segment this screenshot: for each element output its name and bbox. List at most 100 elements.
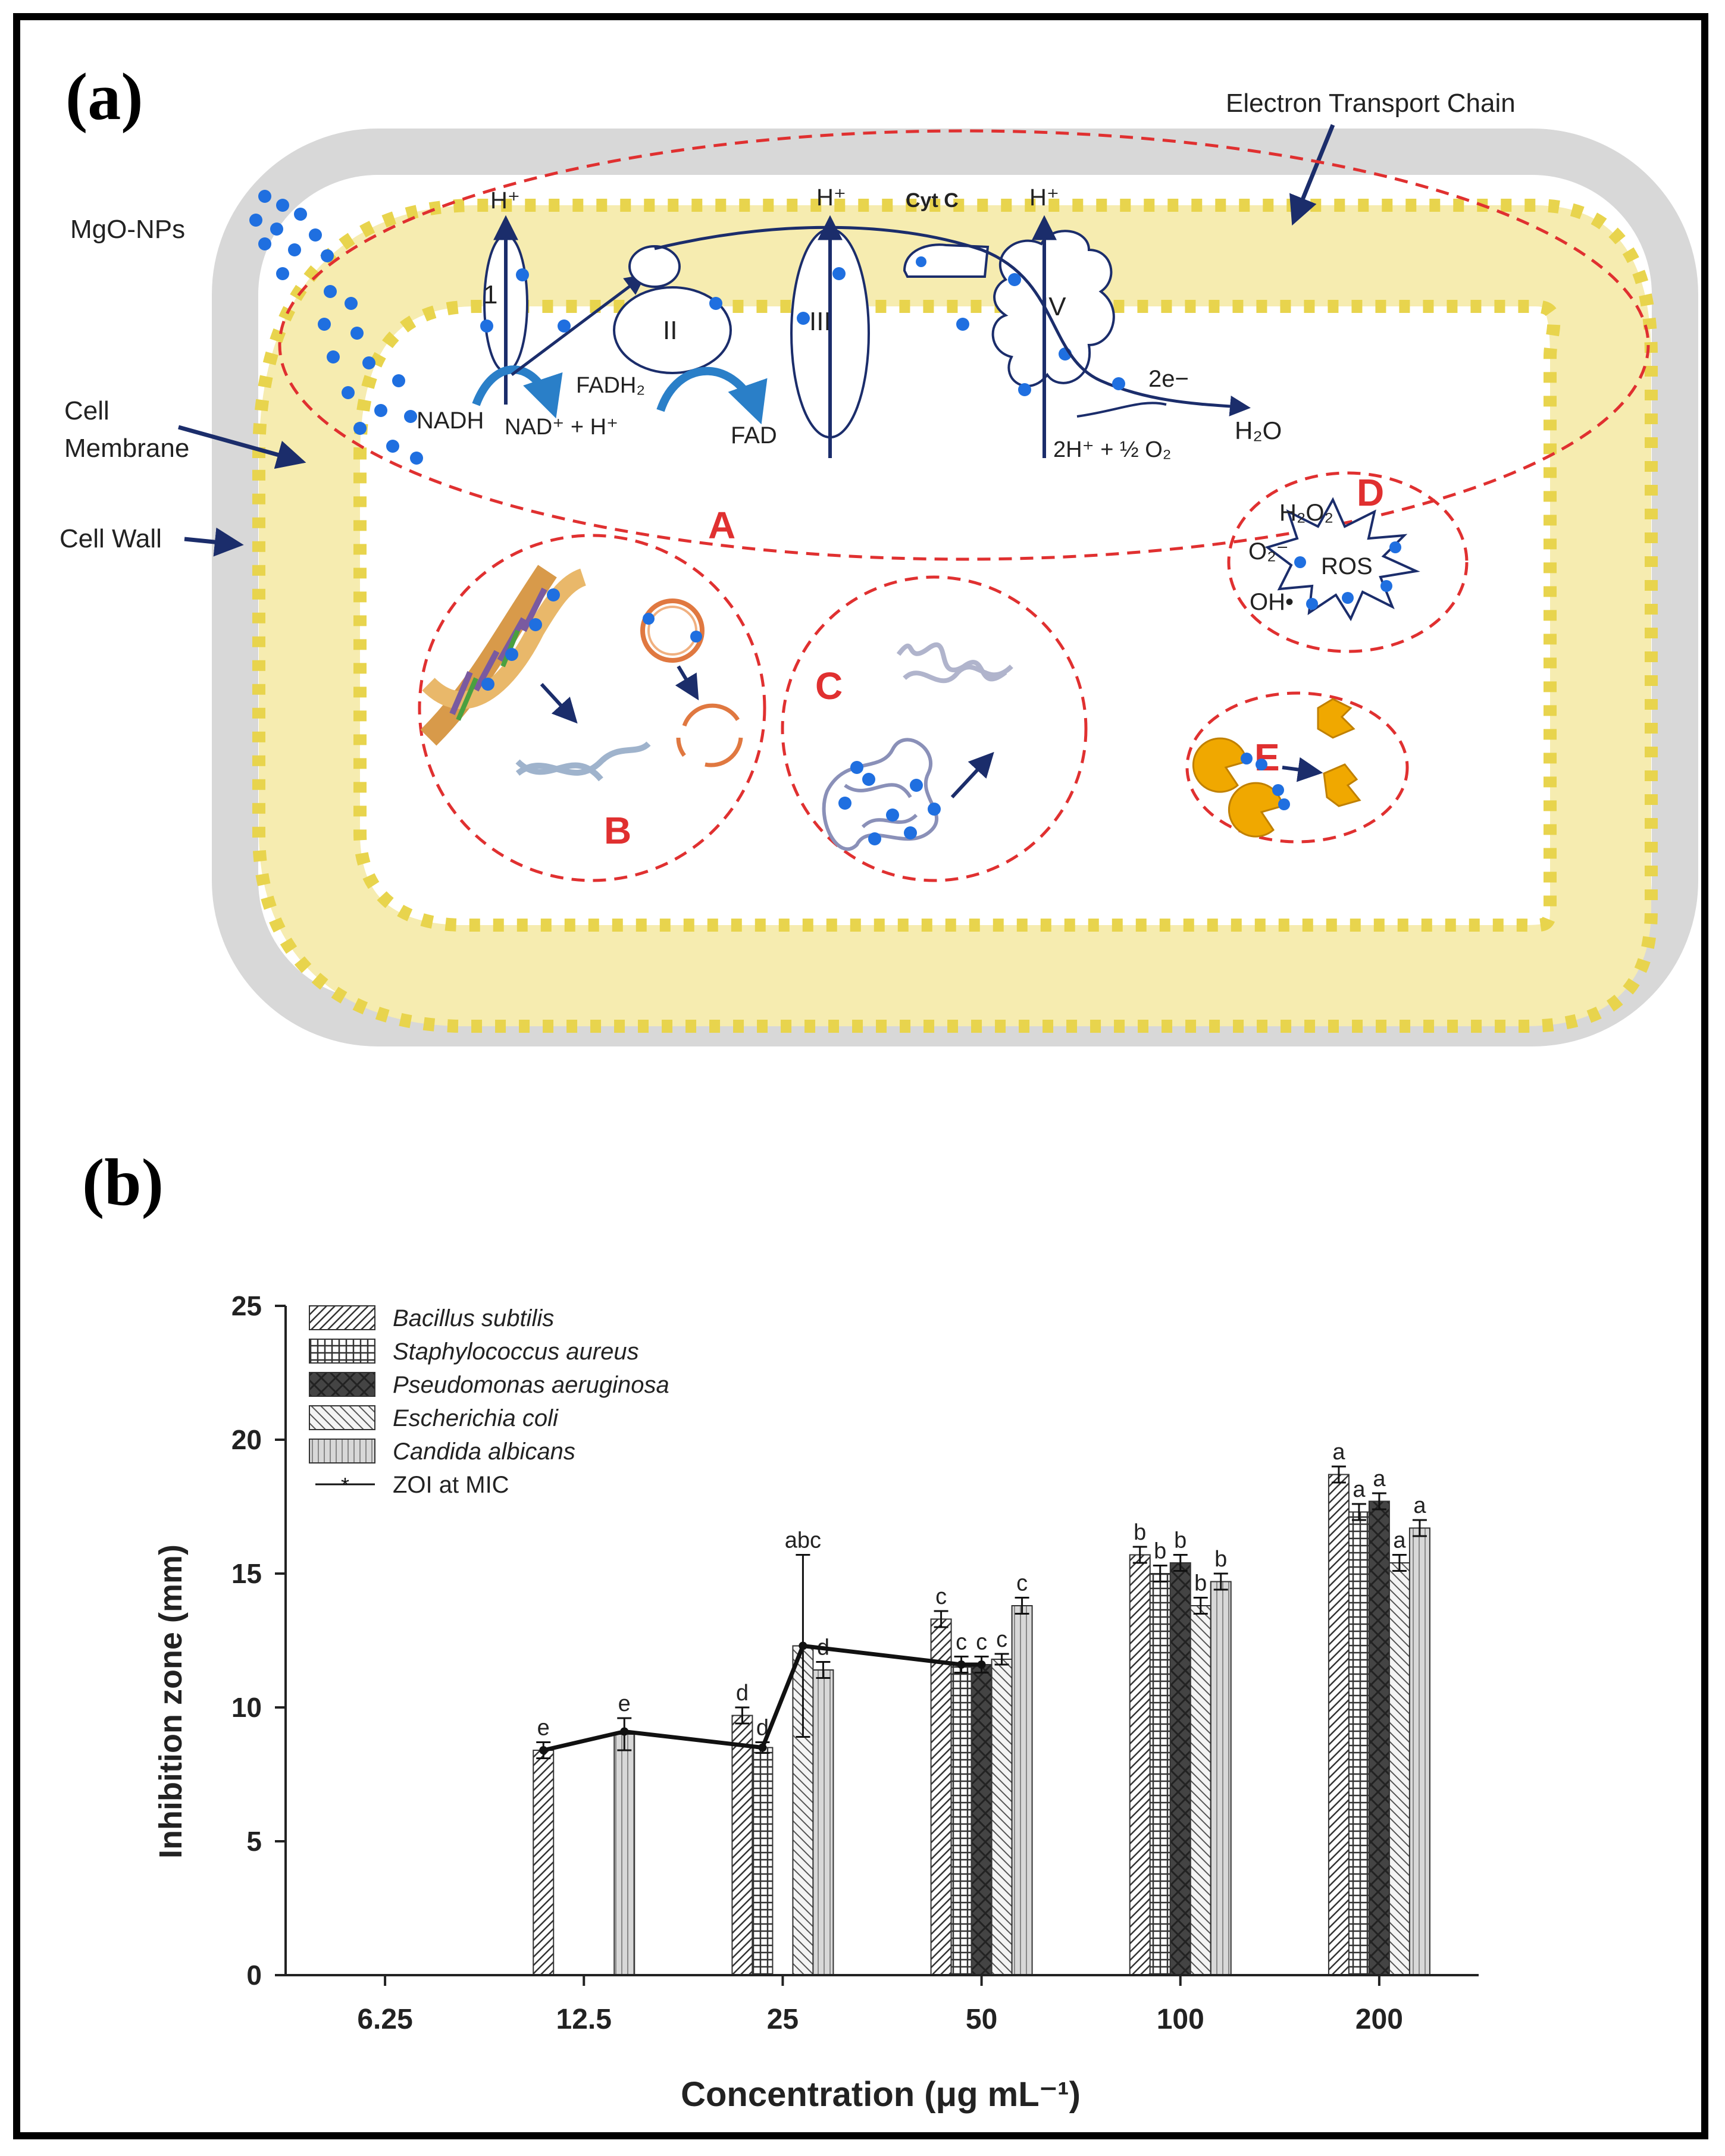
fadh2-arrow [656,366,768,425]
legend-label: Escherichia coli [393,1405,559,1431]
region-d-label: D [1357,471,1384,514]
legend-swatch [309,1339,375,1364]
zoi-point [957,1660,966,1669]
zoi-point [620,1727,629,1736]
legend-label: Staphylococcus aureus [393,1339,639,1365]
ros-burst-icon [1264,497,1420,622]
region-a-label: A [708,504,735,547]
complex-2-top [628,245,681,288]
y-tick-label: 25 [231,1290,262,1321]
oh-label: OH• [1250,589,1294,615]
x-tick-label: 6.25 [357,2004,412,2035]
panel-b-label: (b) [82,1146,164,1220]
bar [970,1664,993,1976]
complex-2-label: II [663,316,677,345]
legend-swatch [309,1305,375,1330]
mgo-nanoparticles [249,190,423,465]
region-e-label: E [1254,736,1280,779]
significance-letter: c [996,1627,1007,1652]
enzyme-nanoparticles [1241,753,1290,810]
h2o2-label: H₂O₂ [1279,500,1333,526]
zoi-point [539,1746,548,1754]
y-tick-label: 10 [231,1692,262,1723]
bar [1388,1562,1410,1976]
plasmid-damage-arrow [675,665,699,701]
cell-membrane-label-1: Cell [64,396,109,425]
ros-label: ROS [1321,553,1373,579]
cyt-c-label: Cyt C [906,189,959,212]
legend-swatch [309,1372,375,1397]
np-complex-2 [709,297,722,310]
region-a-boundary [278,129,1650,561]
np-path-2 [1112,377,1125,390]
enzyme-icon-1 [1192,737,1248,793]
fadh2-label: FADH₂ [576,373,645,398]
dna-damage-arrow [540,682,578,724]
np-cyt-c [916,256,926,267]
bar [533,1750,555,1976]
significance-letter: c [976,1630,987,1655]
significance-letter: a [1373,1466,1386,1491]
x-tick-label: 200 [1355,2004,1403,2035]
bar [752,1747,774,1976]
cell-wall-label: Cell Wall [60,524,162,553]
h-plus-4: H⁺ [1029,184,1059,211]
legend-swatch [309,1439,375,1464]
membrane-inner-heads [353,300,1561,932]
bar [1408,1527,1430,1976]
bar [1210,1581,1232,1976]
legend-zoi-marker: * [341,1473,349,1497]
protein-unfold-arrow [950,751,994,799]
y-tick-label: 5 [246,1826,262,1857]
enzyme-damage-arrow [1282,757,1323,782]
significance-letter: a [1332,1440,1345,1465]
significance-letter: b [1194,1571,1207,1596]
y-tick-label: 15 [231,1558,262,1589]
bar [991,1659,1013,1976]
bar [1368,1500,1390,1976]
plasmid-icon [640,598,705,663]
bar [613,1734,635,1976]
cytoplasm [258,175,1652,1000]
significance-letter: e [537,1716,550,1741]
etc-pointer [1289,124,1335,226]
legend-label: Bacillus subtilis [393,1305,554,1331]
significance-letter: abc [785,1528,821,1553]
nad-plus-label: NAD⁺ + H⁺ [505,415,618,440]
region-d-boundary [1227,471,1469,653]
electron-path-1 [511,274,646,376]
x-tick-label: 25 [767,2004,799,2035]
significance-letter: a [1413,1493,1426,1518]
complex-3-label: III [809,307,831,336]
legend-label: Pseudomonas aeruginosa [393,1372,669,1398]
region-c-label: C [815,665,843,707]
broken-plasmid-icon [676,703,743,767]
legend-swatch [309,1405,375,1430]
cell-membrane [259,205,1651,1026]
nadh-arrow [472,365,563,419]
cell-membrane-label-2: Membrane [64,434,189,463]
x-tick-label: 50 [966,2004,997,2035]
significance-letter: b [1214,1547,1227,1572]
complex-1-label: 1 [483,280,497,309]
bar [1348,1511,1370,1976]
bar [1129,1554,1151,1976]
fad-label: FAD [731,422,777,449]
bar [1149,1573,1171,1976]
cell-membrane-pointer [178,425,306,469]
zoi-point [799,1641,807,1650]
h-plus-3: H⁺ [816,184,846,211]
h-plus-1: H⁺ [490,187,520,214]
etc-label: Electron Transport Chain [1226,89,1516,118]
dna-helix-icon [420,565,587,746]
oxygen-reaction-label: 2H⁺ + ½ O₂ [1053,437,1172,462]
significance-letter: c [956,1630,967,1655]
y-axis-label: Inhibition zone (mm) [153,1544,189,1859]
y-tick-label: 0 [246,1960,262,1991]
np-complex-1b [516,268,529,281]
bar [1011,1605,1033,1976]
figure-frame [13,13,1708,2139]
y-tick-label: 20 [231,1424,262,1455]
